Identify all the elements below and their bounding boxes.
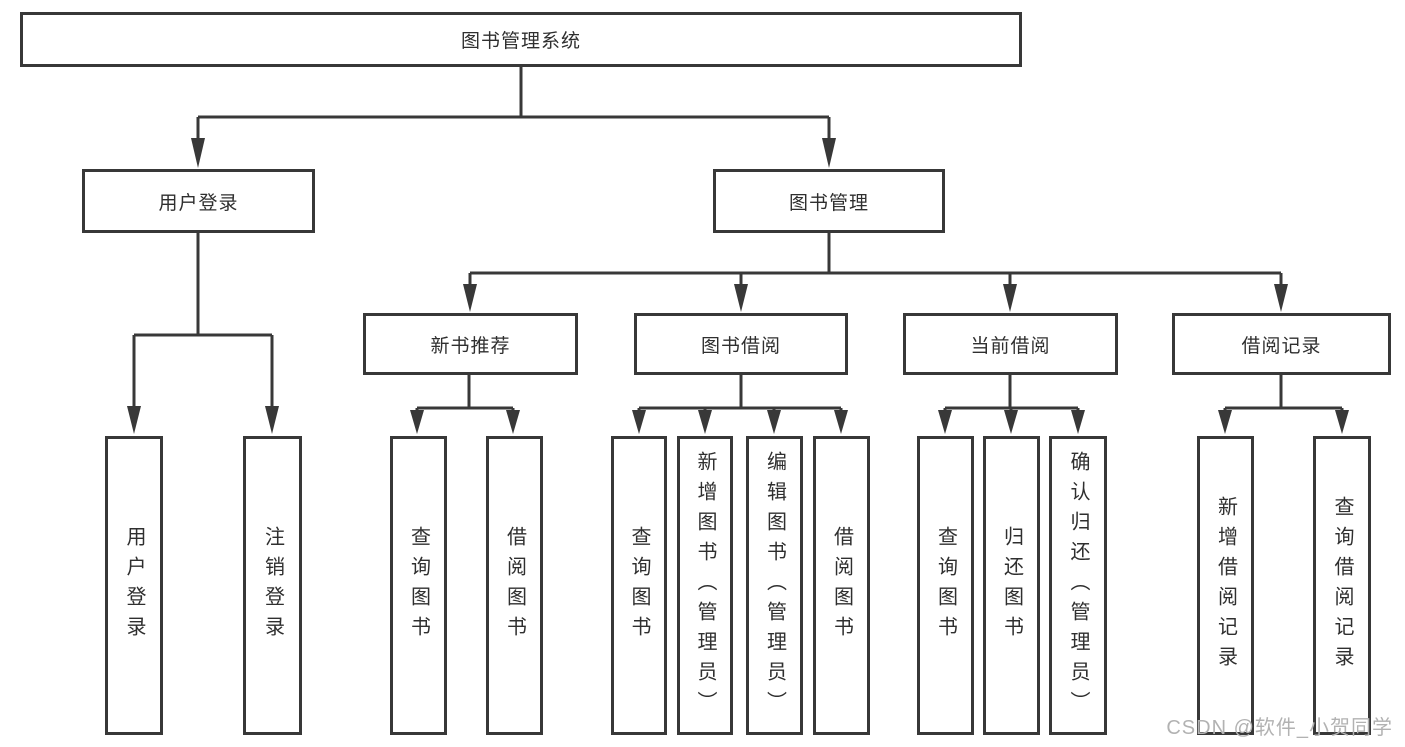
node-label: 图书借阅 — [700, 335, 781, 357]
leaf-record-query: 查询借阅记录 — [1313, 436, 1371, 735]
node-user-login: 用户登录 — [82, 169, 315, 233]
leaf-logout: 注销登录 — [243, 436, 302, 735]
node-book-management: 图书管理 — [713, 169, 945, 233]
node-label: 查询图书 — [628, 525, 650, 646]
node-current-borrow: 当前借阅 — [903, 313, 1118, 375]
node-label: 借阅记录 — [1241, 335, 1322, 357]
node-label: 图书管理系统 — [460, 31, 581, 52]
arrow-br-query — [1335, 410, 1349, 434]
leaf-record-add: 新增借阅记录 — [1197, 436, 1254, 735]
arrow-br-add — [1218, 410, 1232, 434]
arrow-login-leaf — [127, 406, 141, 434]
node-label: 查询图书 — [407, 525, 430, 646]
leaf-borrow-add-admin: 新增图书（管理员） — [677, 436, 733, 735]
arrow-current-borrow — [1003, 284, 1017, 312]
leaf-borrow-edit-admin: 编辑图书（管理员） — [746, 436, 803, 735]
arrow-bb-edit — [767, 410, 781, 434]
leaf-current-return: 归还图书 — [983, 436, 1040, 735]
leaf-user-login: 用户登录 — [105, 436, 163, 735]
arrow-user-login — [191, 138, 205, 168]
arrow-bb-borrow — [834, 410, 848, 434]
arrow-borrow-record — [1274, 284, 1288, 312]
node-library-system: 图书管理系统 — [20, 12, 1022, 67]
arrowheads — [127, 138, 1349, 434]
node-label: 编辑图书（管理员） — [763, 450, 786, 721]
node-label: 归还图书 — [1000, 525, 1023, 646]
leaf-current-confirm-admin: 确认归还（管理员） — [1049, 436, 1107, 735]
node-label: 查询图书 — [934, 525, 957, 646]
node-label: 借阅图书 — [503, 525, 526, 646]
leaf-newbook-query: 查询图书 — [390, 436, 447, 735]
arrow-cb-query — [938, 410, 952, 434]
node-label: 注销登录 — [261, 525, 284, 646]
arrow-new-book — [463, 284, 477, 312]
leaf-newbook-borrow: 借阅图书 — [486, 436, 543, 735]
node-book-borrow: 图书借阅 — [634, 313, 848, 375]
arrow-bb-add — [698, 410, 712, 434]
node-label: 当前借阅 — [970, 335, 1051, 357]
node-label: 用户登录 — [158, 192, 239, 214]
arrow-cb-confirm — [1071, 410, 1085, 434]
leaf-current-query: 查询图书 — [917, 436, 974, 735]
node-label: 新增借阅记录 — [1214, 495, 1237, 676]
csdn-watermark: CSDN @软件_小贺同学 — [1166, 717, 1393, 739]
arrow-cb-return — [1004, 410, 1018, 434]
node-label: 查询借阅记录 — [1331, 495, 1353, 676]
node-label: 确认归还（管理员） — [1067, 450, 1089, 721]
arrow-nb-query — [410, 410, 424, 434]
leaf-borrow-query: 查询图书 — [611, 436, 667, 735]
node-label: 借阅图书 — [830, 525, 853, 646]
node-new-book-recommend: 新书推荐 — [363, 313, 578, 375]
arrow-nb-borrow — [506, 410, 520, 434]
node-label: 新增图书（管理员） — [694, 450, 716, 721]
node-label: 新书推荐 — [430, 335, 511, 357]
arrow-book-mgmt — [822, 138, 836, 168]
node-borrow-record: 借阅记录 — [1172, 313, 1391, 375]
node-label: 用户登录 — [123, 525, 145, 646]
leaf-borrow-borrow: 借阅图书 — [813, 436, 870, 735]
arrow-book-borrow — [734, 284, 748, 312]
arrow-logout-leaf — [265, 406, 279, 434]
node-label: 图书管理 — [788, 192, 869, 214]
arrow-bb-query — [632, 410, 646, 434]
